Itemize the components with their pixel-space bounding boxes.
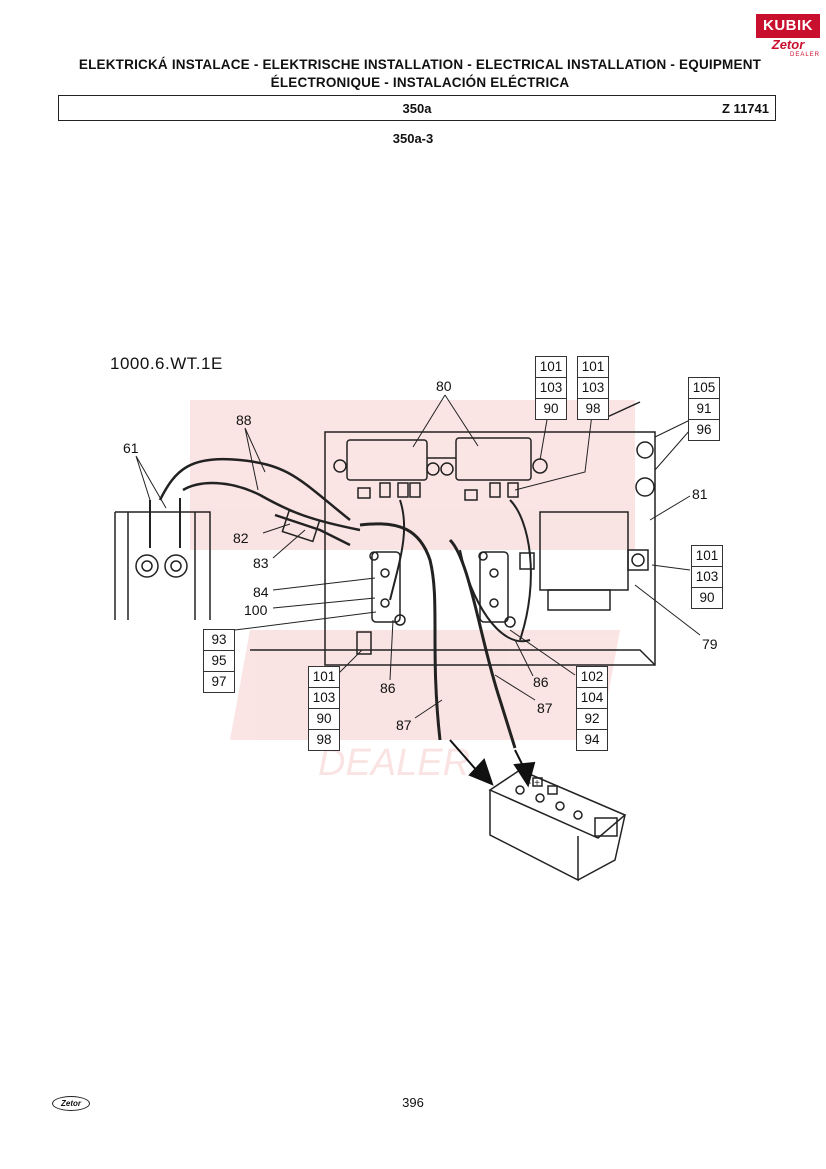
partnumber: 101 [536,357,566,378]
figure-id: 1000.6.WT.1E [110,354,223,373]
partnumber-stack-6: 101 103 90 98 [308,666,340,751]
callout-83: 83 [253,555,269,571]
zetor-footer-logo: Zetor [52,1096,90,1111]
section-header-bar: 350a Z 11741 [58,95,776,121]
callout-61: 61 [123,440,139,456]
relay-right [455,437,532,481]
fuse-holder-left [371,551,401,623]
partnumber: 90 [699,590,715,605]
callout-100: 100 [244,602,268,618]
partnumber: 92 [577,709,607,730]
partnumber: 95 [204,651,234,672]
zetor-logo-text: Zetor [771,37,805,52]
partnumber: 103 [536,378,566,399]
callout-86-left: 86 [380,680,396,696]
subsection-code: 350a-3 [392,131,434,146]
fuse-holder-right [479,551,509,623]
partnumber: 105 [689,378,719,399]
terminal-left-outer [135,554,159,578]
relay-left [346,439,428,481]
partnumber: 93 [204,630,234,651]
callout-88: 88 [236,412,252,428]
kubik-zetor-dealer-logo: KUBIK Zetor DEALER [756,14,820,58]
partnumber: 103 [309,688,339,709]
callout-87-left: 87 [396,717,412,733]
partnumber-stack-3: 105 91 96 [688,377,720,441]
partnumber: 98 [585,401,601,416]
battery-terminal-marks: - + [528,778,540,789]
callout-87-right: 87 [537,700,553,716]
battery [488,769,627,882]
document-title-line2: ÉLECTRONIQUE - INSTALACIÓN ELÉCTRICA [270,75,570,90]
partnumber: 97 [211,674,227,689]
partnumber: 103 [692,567,722,588]
callout-79: 79 [702,636,718,652]
partnumber-stack-5: 93 95 97 [203,629,235,693]
reference-number: Z 11741 [722,101,769,116]
section-code: 350a [402,101,432,116]
partnumber-stack-1: 101 103 90 [535,356,567,420]
watermark-text: DEALER [318,742,470,784]
page-number: 396 [402,1095,424,1110]
partnumber: 102 [577,667,607,688]
partnumber-stack-7: 102 104 92 94 [576,666,608,751]
partnumber: 91 [689,399,719,420]
partnumber: 101 [692,546,722,567]
callout-80: 80 [436,378,452,394]
partnumber-stack-4: 101 103 90 [691,545,723,609]
partnumber: 90 [543,401,559,416]
partnumber: 94 [584,732,600,747]
partnumber-stack-2: 101 103 98 [577,356,609,420]
partnumber: 101 [578,357,608,378]
terminal-right-outer [164,554,188,578]
partnumber: 101 [309,667,339,688]
callout-86-right: 86 [533,674,549,690]
callout-81: 81 [692,486,708,502]
partnumber: 104 [577,688,607,709]
document-title-line1: ELEKTRICKÁ INSTALACE - ELEKTRISCHE INSTA… [78,57,762,72]
partnumber: 96 [696,422,712,437]
dealer-logo-text: DEALER [789,52,820,58]
kubik-logo-text: KUBIK [756,14,820,38]
partnumber: 98 [316,732,332,747]
callout-82: 82 [233,530,249,546]
callout-84: 84 [253,584,269,600]
partnumber: 103 [578,378,608,399]
partnumber: 90 [309,709,339,730]
cab-corner [115,511,211,620]
